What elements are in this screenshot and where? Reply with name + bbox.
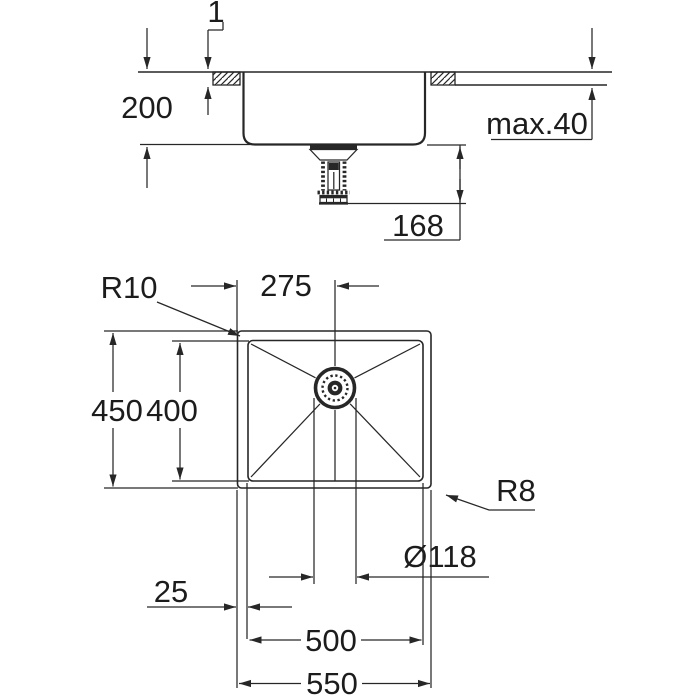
dimension-r8: R8 bbox=[445, 473, 536, 511]
dim-label-r8: R8 bbox=[496, 473, 536, 508]
dimension-550: 550 bbox=[239, 490, 432, 700]
sink-outer-rect bbox=[236, 330, 432, 489]
drain-tube bbox=[327, 161, 341, 191]
dim-label-450: 450 bbox=[91, 393, 143, 428]
dim-label-200: 200 bbox=[121, 90, 173, 125]
dim-label-r10: R10 bbox=[101, 270, 158, 305]
drain-tube-top bbox=[328, 163, 339, 170]
dimension-drain-168: 168 bbox=[347, 144, 466, 243]
dim-r8-leader bbox=[445, 494, 535, 511]
drain-cap-top bbox=[320, 195, 347, 199]
dimension-rim-gap: 1 bbox=[204, 0, 225, 115]
drain-flange-body bbox=[308, 148, 359, 161]
drain-assembly bbox=[308, 144, 359, 205]
dimension-depth-200: 200 bbox=[121, 28, 173, 188]
drain-cap-ticks bbox=[326, 198, 341, 203]
drain-flange-top bbox=[310, 144, 357, 150]
dim-label-rim-gap: 1 bbox=[207, 0, 224, 29]
dim-label-25: 25 bbox=[154, 574, 188, 609]
dim-label-550: 550 bbox=[306, 666, 358, 700]
drain-outer-ring bbox=[313, 366, 357, 410]
dim-label-dia118: Ø118 bbox=[403, 539, 477, 574]
dimension-r10: R10 bbox=[101, 270, 241, 337]
counter-hatch-right bbox=[430, 71, 456, 86]
dimension-25: 25 bbox=[147, 483, 292, 688]
dim-label-168: 168 bbox=[392, 208, 444, 243]
dim-rim-gap-bracket bbox=[208, 22, 224, 31]
dim-label-500: 500 bbox=[305, 623, 357, 658]
section-view: 1 200 max.40 168 bbox=[121, 0, 612, 243]
drain-circle bbox=[313, 366, 357, 410]
plan-view: R10 275 450 400 R8 bbox=[91, 268, 536, 700]
dim-r10-leader bbox=[156, 301, 241, 337]
dimension-500: 500 bbox=[249, 483, 424, 658]
bowl-profile bbox=[242, 72, 427, 146]
countertop-lines bbox=[138, 71, 612, 86]
counter-hatch-left bbox=[212, 71, 241, 86]
dim-label-275: 275 bbox=[260, 268, 312, 303]
dimension-275: 275 bbox=[191, 268, 379, 303]
dimension-drain-diameter: Ø118 bbox=[269, 398, 489, 584]
drain-center-dot bbox=[333, 386, 337, 390]
dim-label-400: 400 bbox=[146, 393, 198, 428]
dimension-counter-max40: max.40 bbox=[486, 28, 596, 141]
dim-label-max40: max.40 bbox=[486, 106, 588, 141]
dimension-450-400: 450 400 bbox=[91, 330, 249, 489]
bowl-inner-rect bbox=[247, 339, 424, 482]
drain-perforated-ring bbox=[321, 374, 349, 402]
